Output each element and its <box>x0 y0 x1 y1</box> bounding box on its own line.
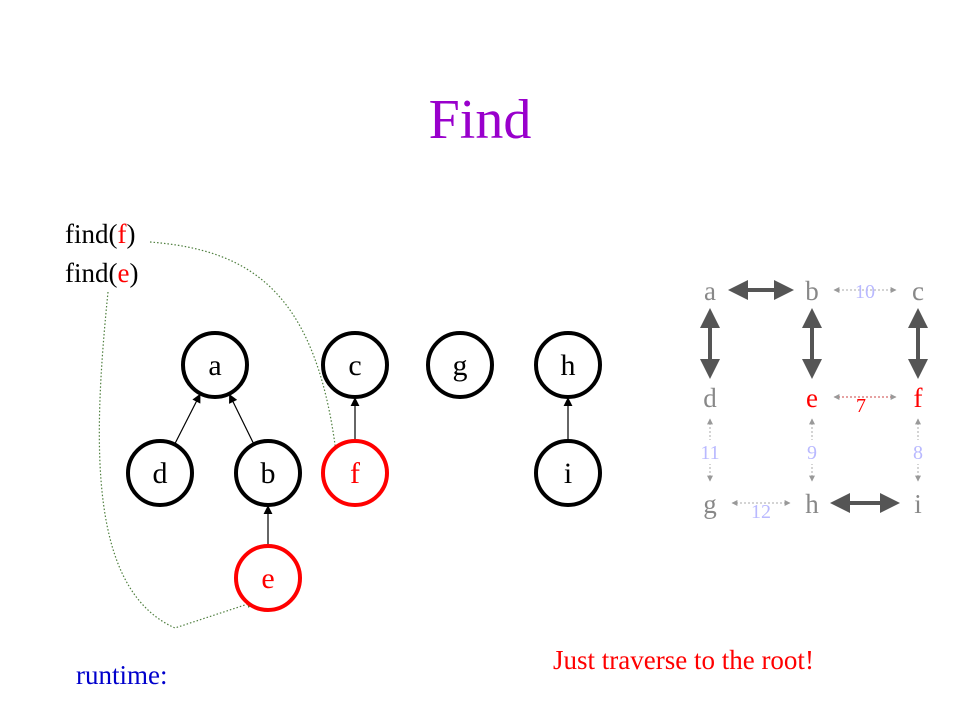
mini-node-b: b <box>805 276 819 306</box>
mini-weight-f-i: 8 <box>913 442 923 464</box>
find-call-1: find(f) <box>65 215 138 254</box>
mini-node-d: d <box>703 383 717 413</box>
forest-node-label-b: b <box>261 457 276 490</box>
mini-weight-e-f: 7 <box>856 395 866 417</box>
call-2-arg: e <box>117 258 130 289</box>
mini-graph: 10 7 11 9 8 12 a b c d e f g h i <box>696 276 932 523</box>
forest-node-label-i: i <box>564 457 572 490</box>
forest-node-h: h <box>534 331 602 399</box>
mini-weight-b-c: 10 <box>855 281 875 303</box>
call-1-suffix: ) <box>126 219 136 249</box>
forest-node-i: i <box>534 439 602 507</box>
forest-edge-d-a <box>173 393 201 445</box>
forest-node-c: c <box>321 331 389 399</box>
find-call-2: find(e) <box>65 254 138 293</box>
find-e-path <box>98 291 255 629</box>
forest-edge-b-a <box>228 393 255 445</box>
slide-title: Find <box>428 89 532 151</box>
call-1-arg: f <box>117 219 127 249</box>
forest-node-f: f <box>321 439 389 507</box>
runtime-label: runtime: <box>76 660 168 690</box>
forest-node-b: b <box>234 439 302 507</box>
forest-node-e: e <box>234 544 302 612</box>
mini-node-h: h <box>805 489 819 519</box>
mini-weight-e-h: 9 <box>807 442 817 464</box>
mini-weight-g-h: 12 <box>751 501 771 523</box>
mini-node-i: i <box>914 489 922 519</box>
find-calls: find(f) find(e) <box>65 215 138 293</box>
mini-weight-d-g: 11 <box>700 442 719 464</box>
call-2-prefix: find( <box>65 258 118 289</box>
mini-node-f: f <box>914 383 923 413</box>
call-1-prefix: find( <box>65 219 118 249</box>
forest-node-label-h: h <box>561 349 576 382</box>
mini-node-a: a <box>704 276 716 306</box>
find-f-path <box>149 241 342 471</box>
mini-node-g: g <box>703 489 717 519</box>
traverse-note: Just traverse to the root! <box>553 645 814 675</box>
forest-node-label-g: g <box>453 349 468 382</box>
forest-node-label-d: d <box>153 457 168 490</box>
forest-node-label-c: c <box>348 349 361 382</box>
mini-node-e: e <box>806 383 818 413</box>
forest-node-label-a: a <box>208 349 221 382</box>
call-2-suffix: ) <box>129 258 139 289</box>
forest-node-g: g <box>426 331 494 399</box>
union-find-forest: a c g h d b f i e <box>126 331 602 612</box>
forest-node-a: a <box>181 331 249 399</box>
mini-node-c: c <box>912 276 924 306</box>
forest-node-d: d <box>126 439 194 507</box>
forest-node-label-e: e <box>261 562 274 595</box>
forest-node-label-f: f <box>350 457 360 490</box>
